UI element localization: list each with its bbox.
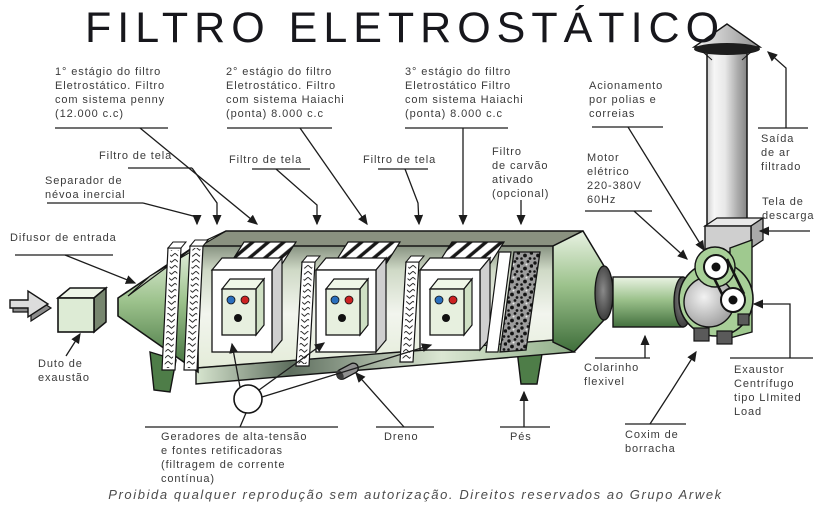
label-drain: Dreno bbox=[384, 431, 419, 443]
label-underlines bbox=[15, 126, 813, 428]
generator-hub-circle bbox=[233, 384, 263, 414]
label-mist-separator: Separador de névoa inercial bbox=[45, 175, 126, 201]
exhaust-duct-cube bbox=[55, 286, 109, 334]
label-carbon-filter: Filtro de carvão ativado (opcional) bbox=[492, 146, 550, 200]
red-indicator-dot bbox=[240, 295, 250, 305]
red-indicator-dot bbox=[344, 295, 354, 305]
pulleys-and-belt bbox=[703, 254, 746, 313]
label-stage-2: 2° estágio do filtro Eletrostático. Filt… bbox=[226, 66, 345, 120]
label-exhaust-duct: Duto de exaustão bbox=[38, 358, 90, 384]
label-flexible-collar: Colarinho flexivel bbox=[584, 362, 640, 388]
label-mesh-filter-3: Filtro de tela bbox=[363, 154, 437, 166]
blue-indicator-dot bbox=[226, 295, 236, 305]
chimney-stack bbox=[691, 23, 766, 253]
label-mesh-filter-1: Filtro de tela bbox=[99, 150, 173, 162]
label-exhaust-fan: Exaustor Centrífugo tipo LImited Load bbox=[734, 364, 802, 418]
outlet-cone bbox=[552, 230, 614, 353]
control-box-3 bbox=[428, 277, 474, 337]
mesh-filter-panel-3 bbox=[399, 255, 426, 363]
blue-indicator-dot bbox=[330, 295, 340, 305]
label-stage-1: 1° estágio do filtro Eletrostático. Filt… bbox=[55, 66, 166, 120]
leader-lines bbox=[64, 51, 810, 428]
label-generators: Geradores de alta-tensão e fontes retifi… bbox=[161, 431, 308, 485]
red-indicator-dot bbox=[448, 295, 458, 305]
black-indicator-dot bbox=[442, 314, 450, 322]
label-motor: Motor elétrico 220-380V 60Hz bbox=[587, 152, 642, 206]
label-stage-3: 3° estágio do filtro Eletrostático Filtr… bbox=[405, 66, 524, 120]
black-indicator-dot bbox=[234, 314, 242, 322]
mist-separator-panels bbox=[161, 239, 210, 371]
copyright-footer: Proibida qualquer reprodução sem autoriz… bbox=[108, 487, 723, 502]
electrostatic-stage-2 bbox=[314, 241, 402, 354]
chimney-cap bbox=[691, 23, 763, 61]
electrostatic-stage-1 bbox=[210, 241, 298, 354]
control-box-2 bbox=[324, 277, 370, 337]
label-inlet-diffuser: Difusor de entrada bbox=[10, 232, 117, 244]
label-discharge-screen: Tela de descarga bbox=[762, 196, 815, 222]
label-air-outlet: Saída de ar filtrado bbox=[761, 133, 802, 173]
label-feet: Pés bbox=[510, 431, 532, 443]
label-drive: Acionamento por polias e correias bbox=[589, 80, 664, 120]
centrifugal-fan bbox=[678, 239, 754, 345]
blue-indicator-dot bbox=[434, 295, 444, 305]
control-box-1 bbox=[220, 277, 266, 337]
mesh-filter-panel-2 bbox=[295, 255, 322, 367]
label-rubber-mount: Coxim de borracha bbox=[625, 429, 679, 455]
airflow-arrow-icon bbox=[9, 289, 53, 323]
carbon-filter-panel bbox=[485, 251, 541, 353]
black-indicator-dot bbox=[338, 314, 346, 322]
rubber-mounts bbox=[693, 313, 750, 345]
diagram-title: FILTRO ELETROSTÁTICO bbox=[84, 4, 726, 52]
label-mesh-filter-2: Filtro de tela bbox=[229, 154, 303, 166]
electrostatic-stage-3 bbox=[418, 241, 506, 352]
